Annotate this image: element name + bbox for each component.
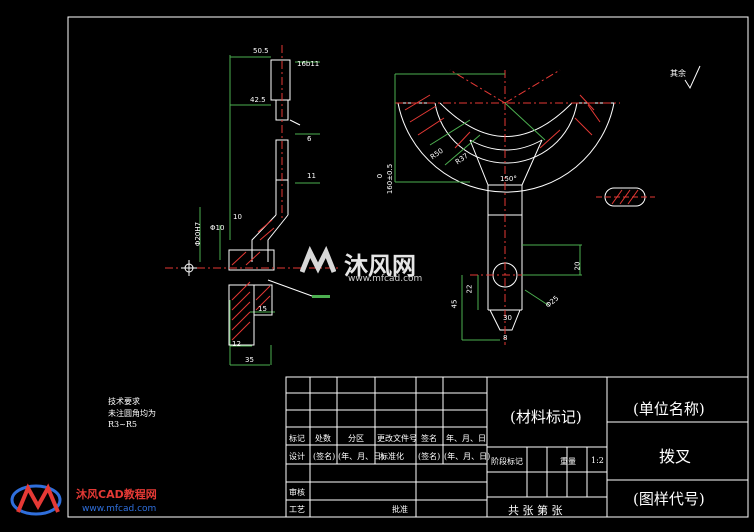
sheet-count: 共 张 第 张 — [508, 504, 563, 517]
dim-160: 160±0.5 — [386, 163, 395, 195]
watermark-center-url: www.mfcad.com — [348, 274, 423, 284]
dim-phi10: Φ10 — [210, 224, 225, 232]
dim-22: 22 — [465, 284, 474, 294]
ratio-value: 1:2 — [591, 456, 604, 465]
tb-design: 设计 — [289, 452, 305, 461]
tb-mark: 标记 — [289, 434, 305, 443]
tb-date: 年、月、日 — [446, 434, 486, 443]
dim-15: 15 — [258, 305, 267, 313]
dim-10: 10 — [233, 213, 242, 221]
tb-change-doc: 更改文件号 — [377, 434, 417, 443]
tb-review: 审核 — [289, 488, 305, 497]
tb-design-sign: (签名) — [313, 452, 336, 461]
tech-req-line2: R3~R5 — [108, 420, 137, 429]
dim-20: 20 — [573, 261, 582, 271]
dim-16b11: 16b11 — [297, 60, 320, 68]
tb-sign: 签名 — [421, 434, 437, 443]
stage-mark: 阶段标记 — [491, 457, 523, 466]
tb-std-date: (年、月、日) — [444, 452, 491, 461]
dim-30: 30 — [503, 314, 512, 322]
watermark-center-text: 沐风网 — [344, 252, 416, 280]
tb-standard: 标准化 — [380, 452, 404, 461]
dim-45: 45 — [450, 299, 459, 309]
dim-0: 0 — [376, 173, 385, 179]
tb-process: 工艺 — [289, 505, 305, 514]
tech-req-line1: 未注圆角均为 — [108, 409, 156, 418]
tb-design-date: (年、月、日) — [338, 452, 385, 461]
part-name: 拨叉 — [659, 447, 692, 466]
watermark-logo-corner — [8, 478, 72, 520]
material-mark: (材料标记) — [510, 408, 582, 426]
dim-12: 12 — [232, 340, 241, 348]
front-view — [394, 65, 701, 345]
drawing-code: (图样代号) — [633, 490, 705, 508]
watermark-logo-center — [299, 245, 337, 276]
watermark-corner-url: www.mfcad.com — [82, 504, 157, 514]
tb-zone: 分区 — [348, 434, 364, 443]
side-view — [165, 45, 340, 366]
dim-11: 11 — [307, 172, 316, 180]
tb-approve: 批准 — [392, 505, 408, 514]
dim-8: 8 — [503, 334, 508, 342]
company-name: (单位名称) — [633, 400, 705, 418]
dim-50-5: 50.5 — [253, 47, 269, 55]
dim-phi20: Φ20H7 — [194, 221, 203, 247]
dim-6: 6 — [307, 135, 312, 143]
tech-req-title: 技术要求 — [108, 397, 140, 406]
dim-42-5: 42.5 — [250, 96, 266, 104]
tb-std-sign: (签名) — [418, 452, 441, 461]
weight-label: 重量 — [560, 457, 576, 466]
title-block — [285, 376, 749, 518]
dim-150deg: 150° — [500, 175, 517, 183]
roughness-label: 其余 — [670, 69, 686, 78]
tb-count: 处数 — [315, 434, 331, 443]
watermark-corner-text: 沐风CAD教程网 — [76, 488, 157, 501]
dim-35: 35 — [245, 356, 254, 364]
